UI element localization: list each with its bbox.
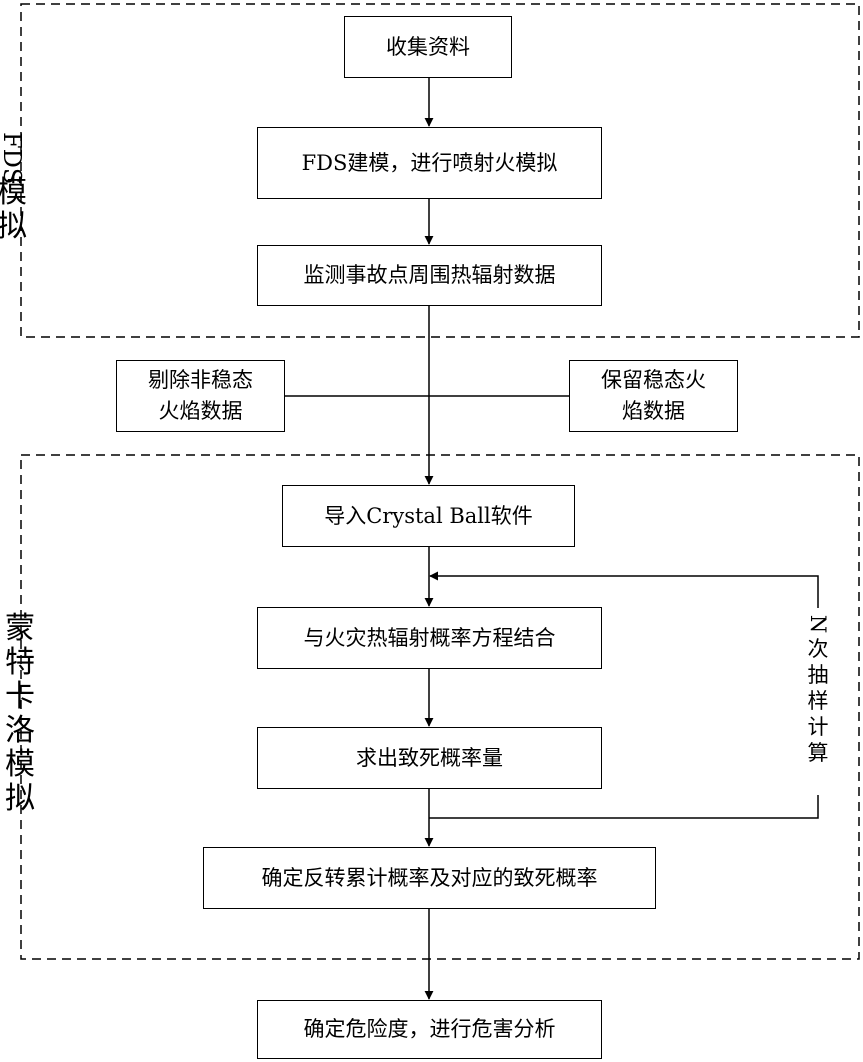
mc-label-char: 卡 — [5, 680, 35, 714]
loop-line-top — [430, 576, 818, 608]
node-lethal-probability: 求出致死概率量 — [257, 727, 602, 789]
mc-label-char: 拟 — [5, 782, 35, 816]
remove-unsteady-line2: 火焰数据 — [159, 396, 243, 427]
node-import-crystal-ball: 导入Crystal Ball软件 — [282, 485, 575, 547]
keep-steady-line2: 焰数据 — [622, 396, 685, 427]
loop-line-bottom — [429, 795, 818, 818]
mc-label-char: 洛 — [5, 714, 35, 748]
node-monitor-radiation: 监测事故点周围热辐射数据 — [257, 245, 602, 306]
remove-unsteady-line1: 剔除非稳态 — [148, 365, 253, 396]
node-keep-steady: 保留稳态火 焰数据 — [569, 360, 738, 432]
node-risk-analysis: 确定危险度，进行危害分析 — [257, 1000, 602, 1059]
loop-label-char: 抽 — [808, 662, 829, 688]
fds-group-label: FDS 模 拟 — [0, 116, 24, 244]
node-remove-unsteady: 剔除非稳态 火焰数据 — [116, 360, 285, 432]
fds-label-latin: FDS — [0, 132, 40, 156]
mc-label-char: 特 — [5, 646, 35, 680]
loop-label-char: 样 — [808, 688, 829, 714]
loop-label-char: 计 — [808, 714, 829, 740]
loop-label-char: 算 — [808, 740, 829, 766]
loop-label-char: 次 — [808, 636, 829, 662]
mc-label-char: 模 — [5, 748, 35, 782]
node-determine-probability: 确定反转累计概率及对应的致死概率 — [203, 847, 656, 909]
node-fds-modeling: FDS建模，进行喷射火模拟 — [257, 127, 602, 199]
node-combine-equation: 与火灾热辐射概率方程结合 — [257, 607, 602, 669]
monte-carlo-group-label: 蒙 特 卡 洛 模 拟 — [2, 612, 38, 816]
mc-label-char: 蒙 — [5, 612, 35, 646]
keep-steady-line1: 保留稳态火 — [601, 365, 706, 396]
loop-label-n: N — [806, 615, 830, 633]
loop-label-n-times-sampling: N 次 抽 样 计 算 — [804, 612, 832, 766]
fds-label-char-2: 拟 — [0, 210, 27, 244]
node-collect-data: 收集资料 — [344, 16, 512, 78]
